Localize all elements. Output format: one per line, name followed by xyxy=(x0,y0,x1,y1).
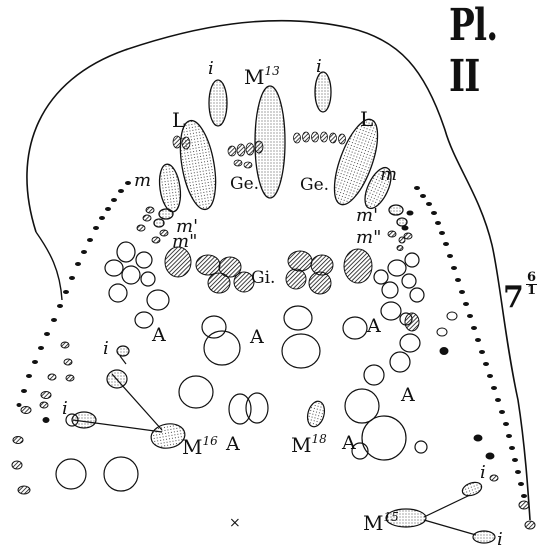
label-i-left: i xyxy=(208,58,214,79)
label-m-right: m xyxy=(380,164,397,185)
label-gi: Gi. xyxy=(251,268,275,288)
section-outline-left xyxy=(36,232,62,300)
fiber-m13 xyxy=(255,86,285,198)
label-a-3: A xyxy=(366,315,381,337)
plate-label: Pl. II xyxy=(449,0,532,102)
label-i-m15-top: i xyxy=(480,462,486,483)
neuron-m15 xyxy=(386,480,495,543)
label-ge-left: Ge. xyxy=(230,174,259,194)
label-a-5: A xyxy=(225,433,240,455)
label-m15: M15 xyxy=(363,510,399,535)
label-a-4: A xyxy=(400,384,415,406)
gi-large-hatched-cells xyxy=(165,247,419,331)
magnification-fraction: 6 1 xyxy=(526,272,537,297)
magnification-whole: 7 xyxy=(503,280,524,315)
label-x: × xyxy=(229,515,241,531)
label-i-m15-bottom: i xyxy=(497,529,503,550)
label-ge-right: Ge. xyxy=(300,175,329,195)
label-L-left: L xyxy=(172,108,185,132)
label-m2-left: m" xyxy=(172,231,197,252)
label-m13: M13 xyxy=(244,64,280,89)
label-m18: M18 xyxy=(291,432,327,457)
label-i-m16-top: i xyxy=(103,338,109,359)
dotted-giant-fibers xyxy=(154,72,407,227)
label-a-1: A xyxy=(151,324,166,346)
fiber-i-right xyxy=(315,72,331,112)
fiber-m-left xyxy=(157,163,183,213)
neuron-m18 xyxy=(305,399,327,428)
fiber-i-left xyxy=(209,80,227,126)
fiber-L-left xyxy=(174,118,221,212)
label-m16: M16 xyxy=(182,434,218,459)
label-m1-right: m' xyxy=(356,205,378,226)
label-a-2: A xyxy=(249,326,264,348)
neuron-m16 xyxy=(72,346,187,451)
label-m-left: m xyxy=(134,170,151,191)
label-i-m16-left: i xyxy=(62,398,68,419)
label-i-right: i xyxy=(316,56,322,77)
label-a-6: A xyxy=(341,432,356,454)
label-L-right: L xyxy=(360,107,373,131)
magnification-denominator: 1 xyxy=(527,283,536,298)
label-m2-right: m" xyxy=(356,227,381,248)
right-body-wall-dashes xyxy=(414,186,527,498)
